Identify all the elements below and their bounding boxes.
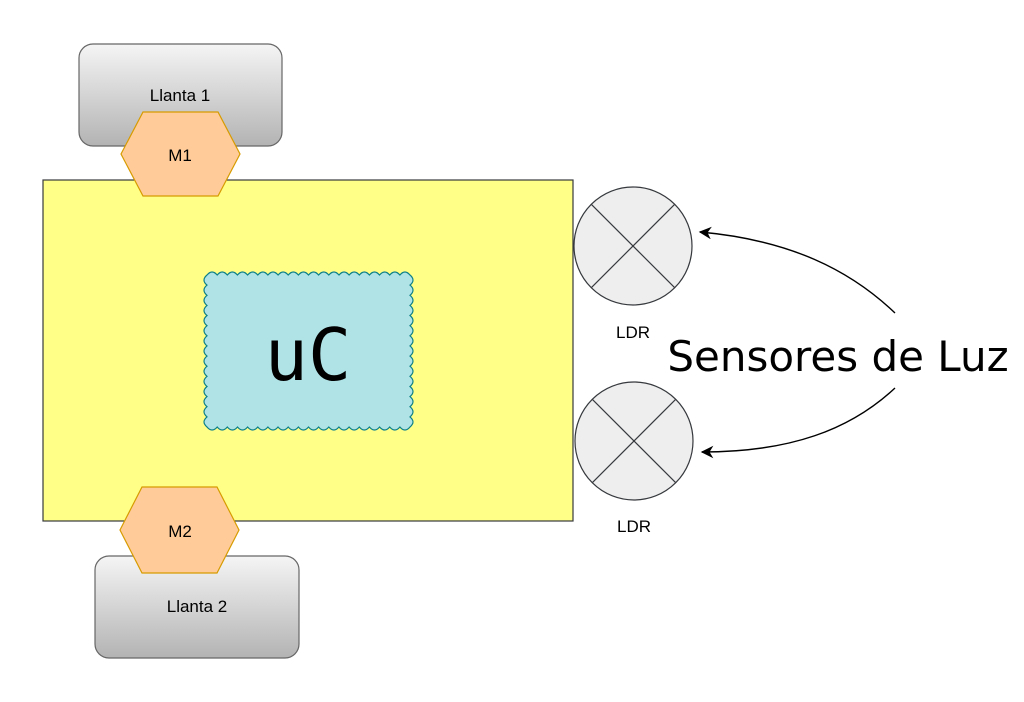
wheel-1: Llanta 1	[78, 43, 283, 147]
wheel-2-label: Llanta 2	[167, 597, 228, 616]
ldr-sensor-2-label: LDR	[617, 517, 651, 536]
microcontroller-label: uC	[265, 313, 352, 397]
motor-m1: M1	[120, 111, 241, 197]
wheel-1-label: Llanta 1	[150, 86, 211, 105]
ldr-sensor-1-label: LDR	[616, 323, 650, 342]
motor-m2: M2	[119, 486, 240, 574]
ldr-sensor-1: LDR	[573, 186, 693, 342]
wheel-2: Llanta 2	[94, 555, 300, 659]
motor-m1-label: M1	[168, 146, 192, 165]
arrow-to-sensor-1	[698, 226, 896, 314]
arrow-to-sensor-2	[700, 387, 896, 459]
sensors-annotation-label: Sensores de Luz	[667, 332, 1008, 381]
microcontroller: uC	[203, 271, 414, 431]
ldr-sensor-2: LDR	[574, 381, 694, 536]
motor-m2-label: M2	[168, 522, 192, 541]
